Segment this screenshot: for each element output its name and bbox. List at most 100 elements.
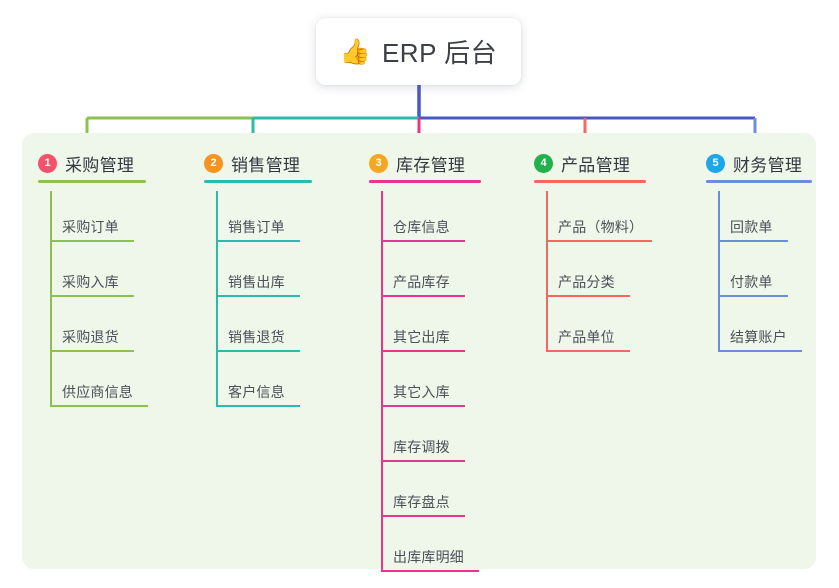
list-item-rule (216, 350, 300, 352)
list-item[interactable]: 产品分类 (518, 246, 630, 301)
list-item-label: 付款单 (730, 274, 773, 290)
list-item[interactable]: 产品单位 (518, 301, 630, 356)
list-item[interactable]: 销售退货 (188, 301, 300, 356)
thumbs-up-icon: 👍 (339, 38, 371, 66)
list-item-label: 回款单 (730, 219, 773, 235)
list-item-rule (546, 350, 630, 352)
list-item-rule (50, 405, 148, 407)
column-number-badge: 5 (706, 153, 725, 173)
list-item-rule (381, 240, 465, 242)
list-item-label: 产品分类 (558, 274, 615, 290)
list-item-label: 采购退货 (62, 329, 119, 345)
column-header-4[interactable]: 4 产品管理 (518, 145, 646, 183)
list-item[interactable]: 销售订单 (188, 191, 300, 246)
column-header-rule (204, 180, 312, 183)
column-spine-line (718, 191, 720, 352)
column-item-list: 仓库信息产品库存其它出库其它入库库存调拨库存盘点出库库明细 (353, 191, 479, 576)
list-item-rule (381, 350, 465, 352)
list-item[interactable]: 库存调拨 (353, 411, 465, 466)
list-item-rule (216, 295, 300, 297)
list-item-label: 产品库存 (393, 274, 450, 290)
list-item-label: 采购订单 (62, 219, 119, 235)
column-item-list: 回款单付款单结算账户 (690, 191, 802, 356)
column-header-rule (534, 180, 646, 183)
root-node-title: ERP 后台 (381, 38, 498, 68)
column-item-list: 采购订单采购入库采购退货供应商信息 (22, 191, 148, 411)
list-item-label: 客户信息 (228, 384, 285, 400)
column-header-rule (38, 180, 146, 183)
list-item-rule (381, 515, 465, 517)
column-title: 产品管理 (561, 155, 631, 175)
column-header-rule (369, 180, 481, 183)
list-item[interactable]: 采购入库 (22, 246, 134, 301)
list-item[interactable]: 采购退货 (22, 301, 134, 356)
list-item-label: 库存盘点 (393, 494, 450, 510)
list-item-rule (50, 350, 134, 352)
column-item-list: 销售订单销售出库销售退货客户信息 (188, 191, 300, 411)
list-item[interactable]: 产品（物料） (518, 191, 652, 246)
column-item-list: 产品（物料） 产品分类产品单位 (518, 191, 652, 356)
list-item-label: 产品单位 (558, 329, 615, 345)
list-item[interactable]: 付款单 (690, 246, 802, 301)
root-node-card[interactable]: 👍 ERP 后台 (316, 18, 521, 85)
list-item[interactable]: 供应商信息 (22, 356, 148, 411)
column-title: 库存管理 (396, 155, 466, 175)
list-item-rule (381, 460, 465, 462)
list-item-label: 销售订单 (228, 219, 285, 235)
list-item-rule (546, 240, 652, 242)
list-item[interactable]: 采购订单 (22, 191, 134, 246)
column-spine-line (381, 191, 383, 572)
list-item[interactable]: 其它入库 (353, 356, 465, 411)
list-item[interactable]: 结算账户 (690, 301, 802, 356)
list-item-rule (216, 240, 300, 242)
list-item[interactable]: 客户信息 (188, 356, 300, 411)
list-item-label: 结算账户 (730, 329, 787, 345)
list-item[interactable]: 出库库明细 (353, 521, 479, 576)
column-header-rule (706, 180, 812, 183)
column-header-5[interactable]: 5 财务管理 (690, 145, 812, 183)
list-item-label: 仓库信息 (393, 219, 450, 235)
module-column-2: 2 销售管理销售订单销售出库销售退货客户信息 (188, 145, 312, 411)
column-spine-line (546, 191, 548, 352)
module-column-5: 5 财务管理回款单付款单结算账户 (690, 145, 812, 356)
list-item-rule (50, 295, 134, 297)
column-title: 财务管理 (733, 155, 803, 175)
column-title: 采购管理 (65, 155, 135, 175)
list-item-rule (381, 405, 465, 407)
list-item-rule (50, 240, 134, 242)
column-title: 销售管理 (231, 155, 301, 175)
list-item-rule (718, 350, 802, 352)
list-item-label: 销售出库 (228, 274, 285, 290)
module-column-3: 3 库存管理仓库信息产品库存其它出库其它入库库存调拨库存盘点出库库明细 (353, 145, 481, 576)
column-header-2[interactable]: 2 销售管理 (188, 145, 312, 183)
column-number-badge: 2 (204, 153, 223, 173)
list-item-label: 销售退货 (228, 329, 285, 345)
list-item-rule (546, 295, 630, 297)
list-item[interactable]: 销售出库 (188, 246, 300, 301)
list-item-rule (718, 295, 788, 297)
list-item-rule (381, 295, 465, 297)
list-item-rule (718, 240, 788, 242)
list-item[interactable]: 回款单 (690, 191, 802, 246)
column-spine-line (216, 191, 218, 407)
list-item-label: 其它入库 (393, 384, 450, 400)
list-item[interactable]: 产品库存 (353, 246, 465, 301)
list-item-label: 出库库明细 (393, 549, 464, 565)
list-item[interactable]: 库存盘点 (353, 466, 465, 521)
column-spine-line (50, 191, 52, 407)
list-item-rule (381, 570, 479, 572)
column-header-3[interactable]: 3 库存管理 (353, 145, 481, 183)
column-number-badge: 4 (534, 153, 553, 173)
list-item-rule (216, 405, 300, 407)
list-item-label: 其它出库 (393, 329, 450, 345)
list-item[interactable]: 仓库信息 (353, 191, 465, 246)
list-item-label: 产品（物料） (558, 219, 644, 235)
list-item-label: 供应商信息 (62, 384, 133, 400)
list-item-label: 采购入库 (62, 274, 119, 290)
list-item[interactable]: 其它出库 (353, 301, 465, 356)
column-number-badge: 3 (369, 153, 388, 173)
list-item-label: 库存调拨 (393, 439, 450, 455)
